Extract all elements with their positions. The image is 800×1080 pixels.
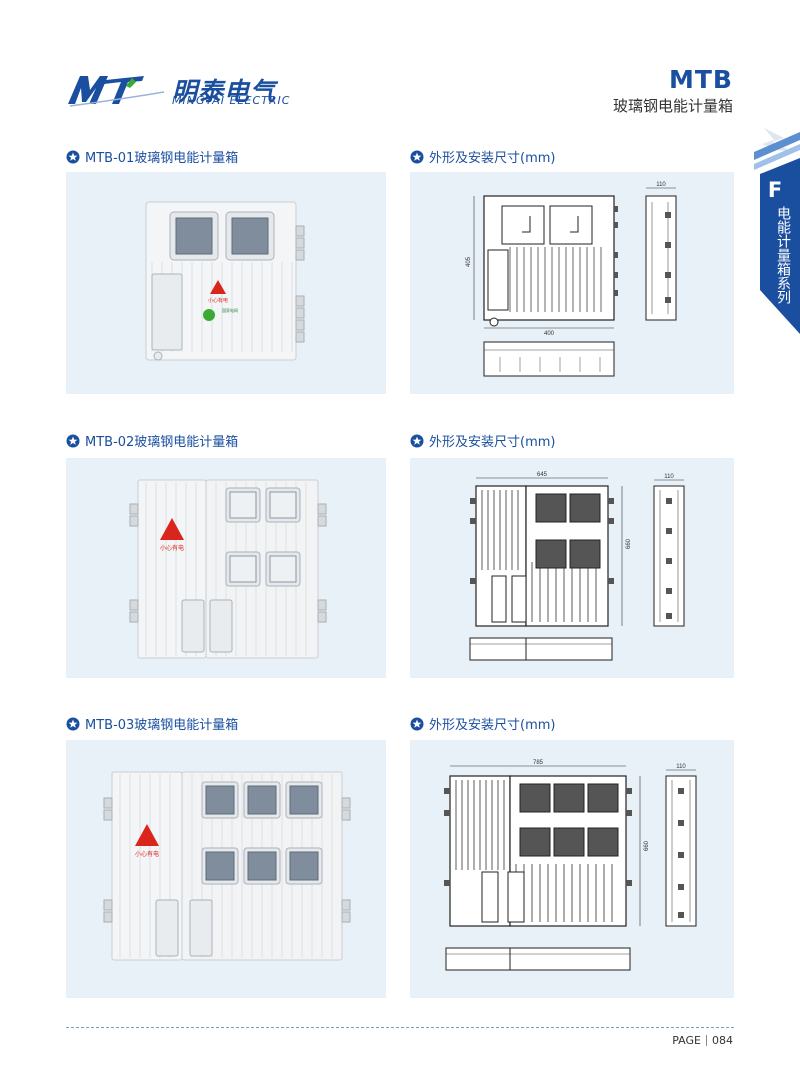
page-number: 084 [712,1034,733,1047]
star-bullet-icon [410,150,424,163]
star-bullet-icon [410,434,424,447]
footer-divider [66,1027,734,1028]
dim-height-2: 660 [626,538,632,549]
dimension-drawing-3: 785 660 110 [410,740,734,998]
dims-title-1: 外形及安装尺寸(mm) [410,147,555,166]
page-label-text: PAGE [672,1034,701,1047]
logo-english-name: MINGTAI ELECTRIC [172,94,291,107]
dim-width-1: 400 [544,331,555,337]
dimension-drawing-1: 405 400 110 [410,172,734,394]
dims-title-text: 外形及安装尺寸(mm) [429,151,556,166]
dim-height-3: 660 [644,840,650,851]
dimension-drawing-2: 645 660 110 [410,458,734,678]
product-photo-3: 小心有电 [66,740,386,998]
series-code: MTB [669,65,733,94]
product-title-text: MTB-03玻璃钢电能计量箱 [85,718,239,733]
dim-height-1: 405 [466,256,472,267]
side-tab-label: 电能计量箱系列 [775,206,791,304]
warning-label: 小心有电 [160,544,184,552]
warning-label: 小心有电 [208,297,228,304]
brand-logo: 明泰电气 MINGTAI ELECTRIC [66,70,306,110]
dim-width-2: 645 [537,472,548,478]
dims-title-text: 外形及安装尺寸(mm) [429,718,556,733]
product-photo-1: 小心有电 国家电网 [66,172,386,394]
dim-depth-3: 110 [676,764,686,770]
warning-label: 小心有电 [135,850,159,858]
dim-depth-1: 110 [656,182,666,188]
star-bullet-icon [66,150,80,163]
logo-chinese-name: 明泰电气 [172,77,277,106]
product-title-text: MTB-02玻璃钢电能计量箱 [85,435,239,450]
mt-logo-icon [68,76,165,107]
dim-width-3: 785 [533,760,544,766]
dims-title-3: 外形及安装尺寸(mm) [410,714,555,733]
side-tab-letter: F [767,178,783,202]
state-grid-label: 国家电网 [222,307,238,313]
series-name: 玻璃钢电能计量箱 [612,97,733,115]
star-bullet-icon [410,717,424,730]
product-photo-2: 小心有电 [66,458,386,678]
product-title-2: MTB-02玻璃钢电能计量箱 [66,431,238,450]
page-number-label: PAGE 084 [672,1034,733,1047]
dims-title-2: 外形及安装尺寸(mm) [410,431,555,450]
product-title-1: MTB-01玻璃钢电能计量箱 [66,147,238,166]
dims-title-text: 外形及安装尺寸(mm) [429,435,556,450]
side-tab-ribbon [754,128,800,334]
product-title-3: MTB-03玻璃钢电能计量箱 [66,714,238,733]
product-title-text: MTB-01玻璃钢电能计量箱 [85,151,239,166]
dim-depth-2: 110 [664,474,674,480]
page-separator [706,1035,707,1046]
star-bullet-icon [66,434,80,447]
star-bullet-icon [66,717,80,730]
